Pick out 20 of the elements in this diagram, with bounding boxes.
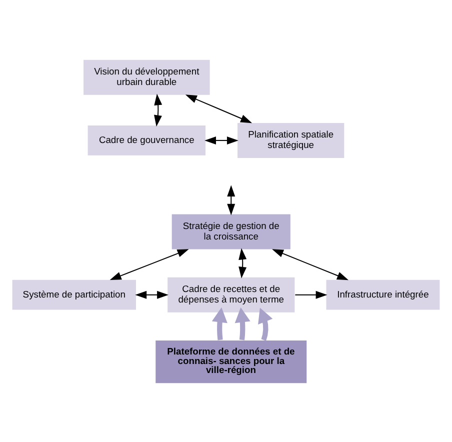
node-box: Cadre de gouvernance [86,124,206,156]
node-box: Cadre de recettes et de dépenses à moyen terme [166,276,296,313]
arrow [238,248,247,278]
node-box: Infrastructure intégrée [325,278,441,310]
node-box: Stratégie de gestion de la croissance [170,212,292,250]
arrow [227,184,236,215]
node-box: Système de participation [11,278,137,310]
arrow [234,306,250,340]
node-box: Plateforme de données et de connais- sances pour la ville-région [154,339,308,384]
arrow [204,136,238,144]
arrow [295,290,328,298]
arrow [110,248,189,280]
arrow [258,307,273,340]
arrow [272,248,348,280]
arrow [212,306,228,340]
arrow [154,93,162,126]
node-box: Vision du développement urbain durable [82,58,211,96]
arrow [185,94,252,123]
arrow [135,290,168,298]
node-box: Planification spatiale stratégique [236,122,345,158]
